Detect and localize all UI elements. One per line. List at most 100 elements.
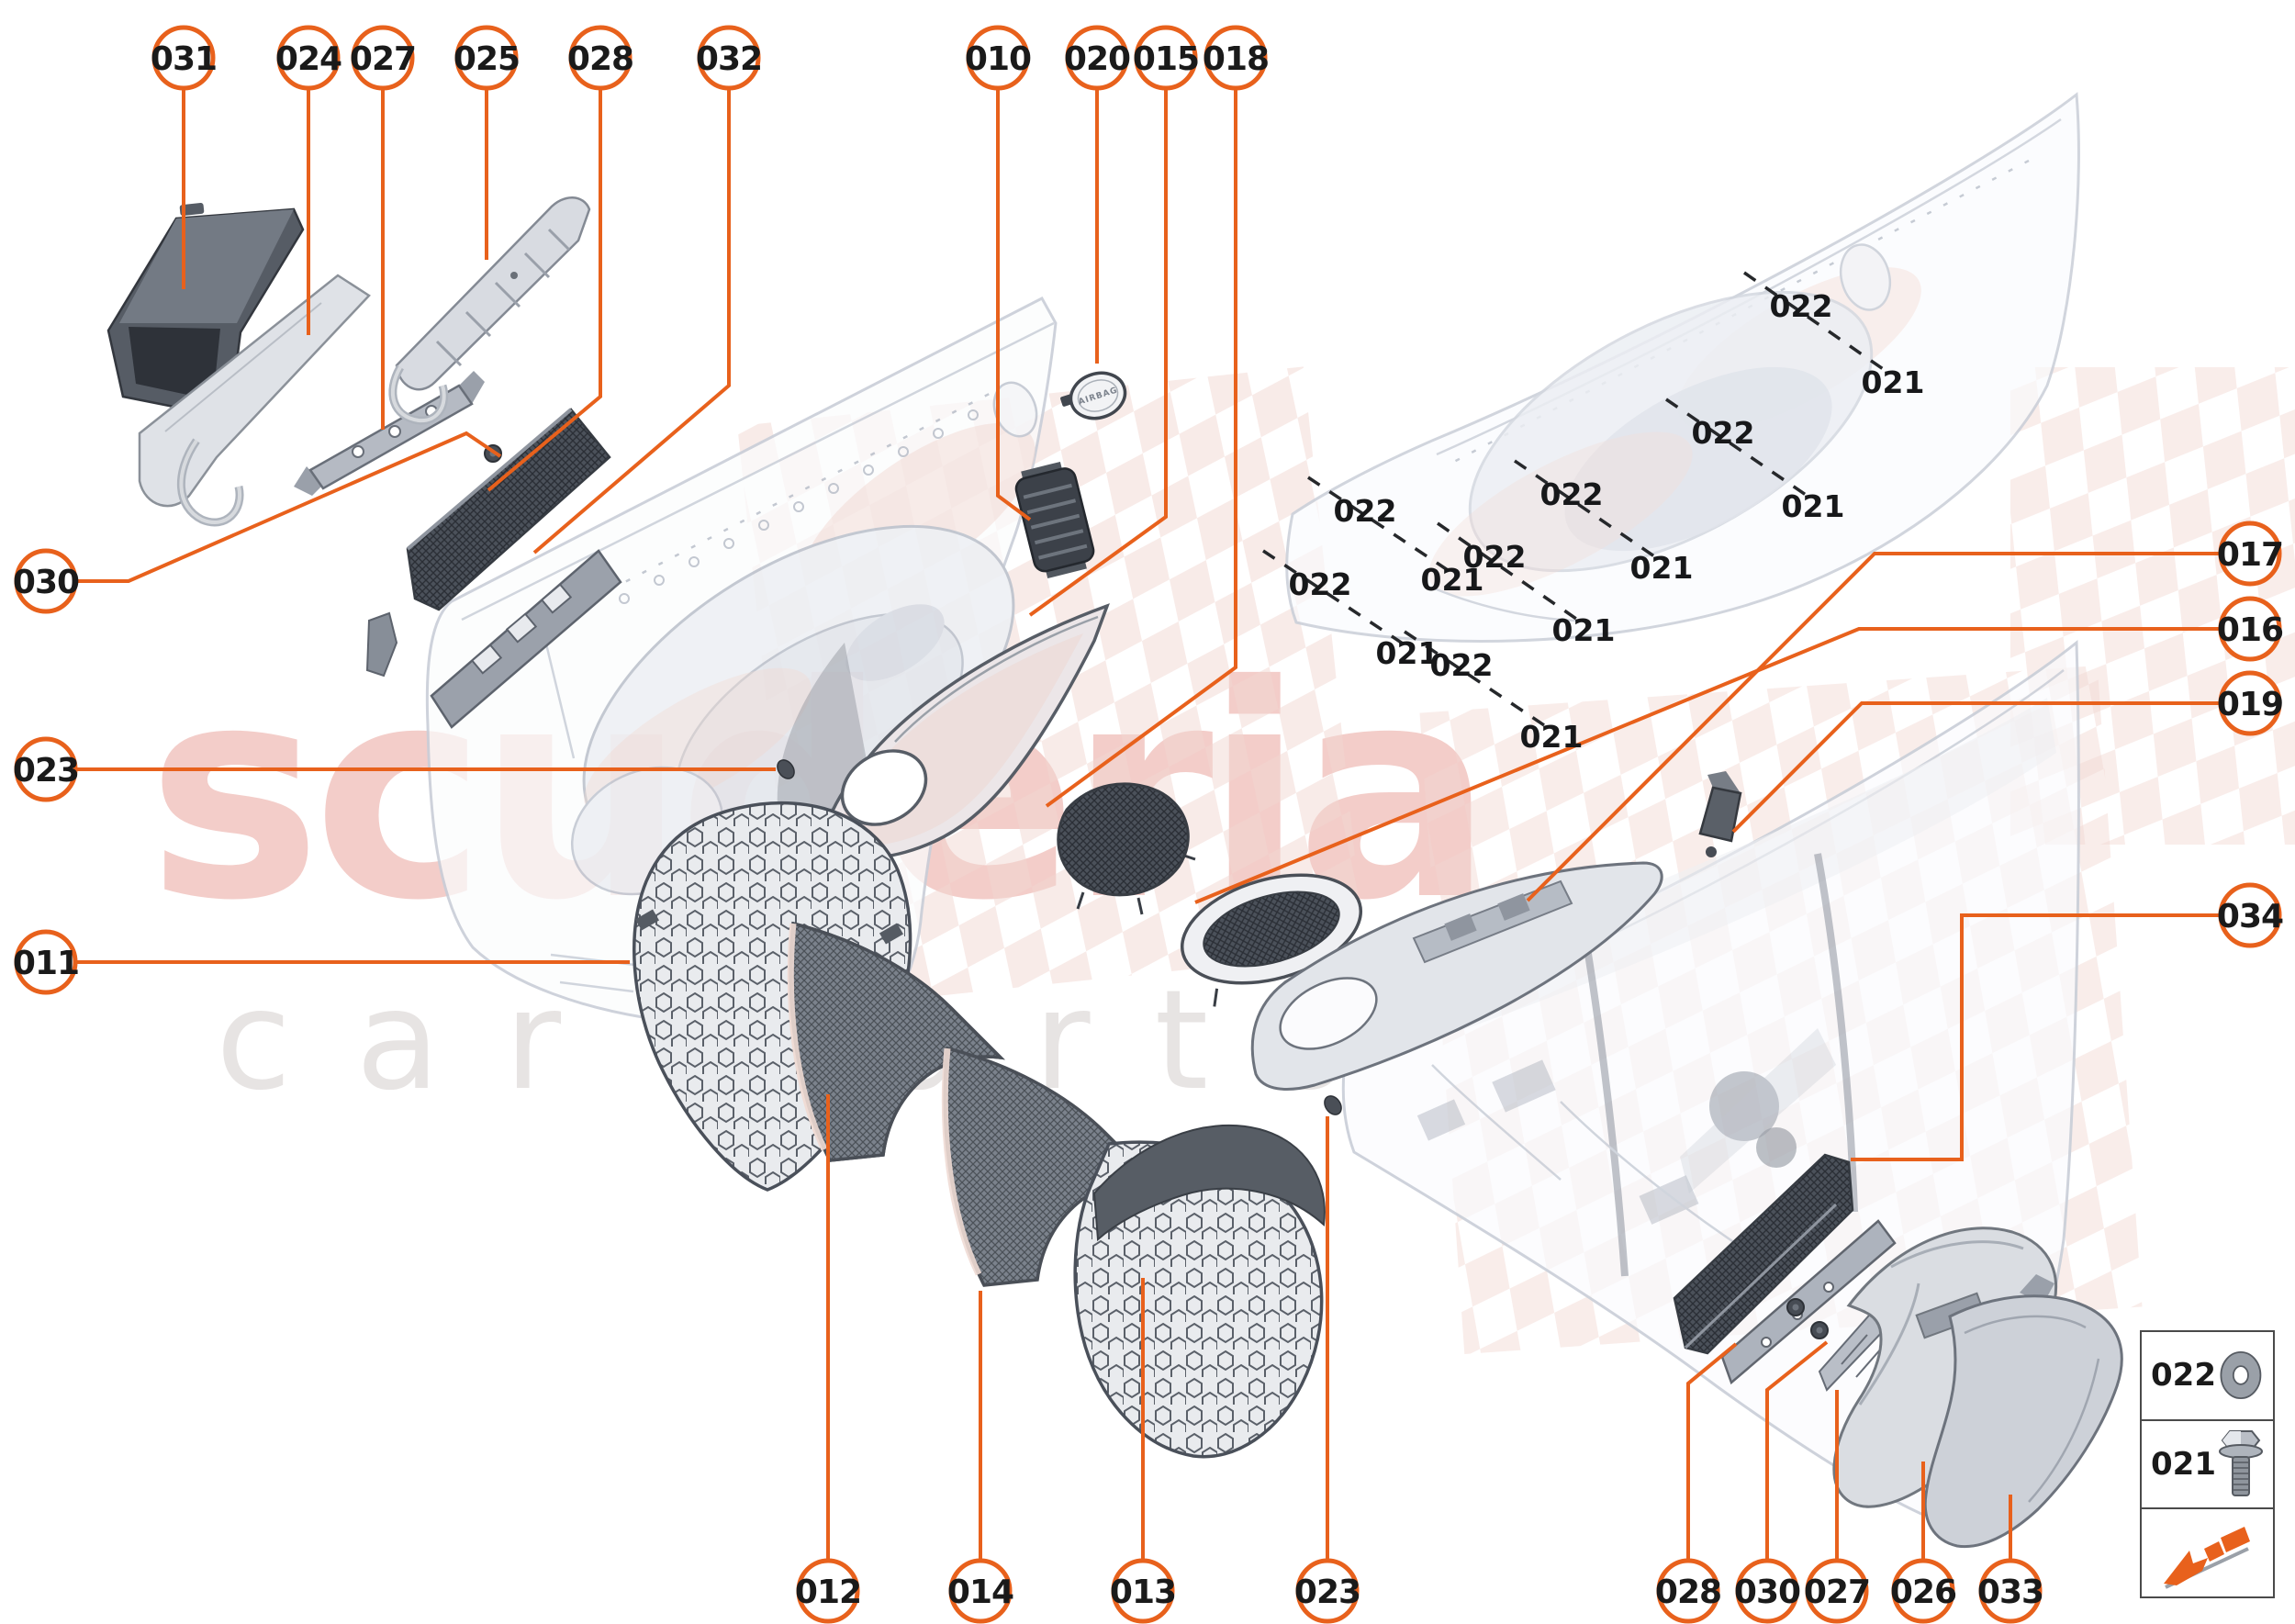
part-callout-027[interactable]: 027 [350,25,417,91]
svg-text:017: 017 [2217,536,2283,574]
leader-lines [75,88,2221,1561]
svg-text:033: 033 [1977,1574,2043,1611]
washer-callout[interactable]: 022 [1334,493,1397,529]
bolt-callout[interactable]: 021 [1630,550,1694,586]
washer-callout[interactable]: 022 [1289,566,1352,602]
legend-row-washer: 022 [2142,1332,2273,1421]
fastener-dashed-lines [1262,271,1889,729]
part-mesh-grille-top[interactable] [406,408,611,611]
part-callout-027-bottom[interactable]: 027 [1804,1558,1871,1624]
leader-010 [996,88,1032,521]
part-callout-030[interactable]: 030 [13,548,80,614]
part-callout-031[interactable]: 031 [151,25,218,91]
svg-text:031: 031 [151,40,217,78]
part-callout-026[interactable]: 026 [1890,1558,1957,1624]
tweeter-oval-ghost [1839,243,1892,311]
svg-text:024: 024 [275,40,341,78]
part-clip[interactable] [1698,771,1742,857]
svg-text:015: 015 [1133,40,1199,78]
washer-callout[interactable]: 022 [1692,415,1755,451]
part-screws-b[interactable] [1786,1298,1829,1339]
svg-text:030: 030 [1734,1574,1800,1611]
part-door-pull-bracket[interactable] [1012,459,1097,580]
part-sail-trim[interactable] [777,603,1110,861]
bolt-callout[interactable]: 021 [1376,635,1439,671]
part-air-duct[interactable] [388,196,591,425]
svg-text:010: 010 [965,40,1031,78]
leader-028-bottom [1686,1342,1738,1561]
part-callout-018[interactable]: 018 [1203,25,1270,91]
part-airbag-badge[interactable]: AIRBAG [1057,366,1131,428]
part-callout-032[interactable]: 032 [696,25,763,91]
part-callout-017[interactable]: 017 [2217,521,2284,587]
svg-text:016: 016 [2217,611,2283,649]
bolt-callout[interactable]: 021 [1520,719,1584,755]
part-door-pocket-trim[interactable] [106,202,305,420]
svg-text:013: 013 [1110,1574,1176,1611]
part-tweeter-pod[interactable] [1057,782,1196,915]
legend-washer-label: 022 [2151,1357,2216,1394]
bolt-callout[interactable]: 021 [1862,364,1925,400]
part-callout-014[interactable]: 014 [947,1558,1014,1624]
flange-bolt-icon [2219,1430,2263,1496]
legend-row-logo [2142,1509,2273,1596]
part-callout-028[interactable]: 028 [567,25,634,91]
leader-032 [532,88,731,554]
part-honeycomb-shield[interactable] [1073,1124,1326,1459]
svg-text:019: 019 [2217,686,2283,723]
part-oval-speaker-grille[interactable] [1170,857,1379,1022]
part-callout-028-bottom[interactable]: 028 [1655,1558,1722,1624]
svg-text:027: 027 [1804,1574,1870,1611]
leader-030 [75,431,502,583]
part-rivet-bottom[interactable] [1321,1092,1345,1117]
svg-text:018: 018 [1203,40,1269,78]
part-callout-019[interactable]: 019 [2217,670,2284,736]
part-callout-023-bottom[interactable]: 023 [1294,1558,1361,1624]
part-mounting-rail[interactable] [294,371,485,496]
leader-028 [487,88,602,492]
svg-text:023: 023 [1294,1574,1360,1611]
svg-text:012: 012 [795,1574,861,1611]
delivery-arrow-icon [2163,1526,2250,1589]
part-callout-010[interactable]: 010 [965,25,1032,91]
washer-callout[interactable]: 022 [1463,539,1527,575]
part-callout-015[interactable]: 015 [1133,25,1200,91]
washer-callout[interactable]: 022 [1770,288,1833,324]
fastener-callouts: 022 021 022 021 022 021 022 021 022 021 … [1289,288,1925,755]
part-callout-030-bottom[interactable]: 030 [1734,1558,1801,1624]
part-callouts: 031 024 027 025 028 032 010 020 015 018 … [13,25,2284,1624]
part-callout-012[interactable]: 012 [795,1558,862,1624]
svg-text:034: 034 [2217,898,2283,935]
part-trim-blade[interactable] [138,274,371,527]
part-callout-023[interactable]: 023 [13,736,80,802]
part-callout-013[interactable]: 013 [1110,1558,1177,1624]
part-armrest-trim[interactable] [1250,861,1663,1091]
leader-019 [1731,701,2221,834]
part-callout-024[interactable]: 024 [275,25,342,91]
part-mesh-strip[interactable] [1673,1153,1854,1355]
part-callout-033[interactable]: 033 [1977,1558,2044,1624]
svg-text:026: 026 [1890,1574,1956,1611]
svg-text:027: 027 [350,40,416,78]
bolt-callout[interactable]: 021 [1552,612,1616,648]
legend-bolt-label: 021 [2151,1446,2216,1483]
part-perforated-bracket[interactable] [365,549,622,729]
svg-text:030: 030 [13,564,79,601]
svg-text:020: 020 [1064,40,1130,78]
part-handle-shell[interactable] [1923,1274,2123,1549]
svg-text:032: 032 [696,40,762,78]
part-callout-020[interactable]: 020 [1064,25,1131,91]
part-callout-025[interactable]: 025 [453,25,521,91]
svg-text:028: 028 [1655,1574,1721,1611]
leader-018 [1045,88,1237,808]
washer-callout[interactable]: 022 [1540,476,1604,512]
part-callout-016[interactable]: 016 [2217,596,2284,662]
bolt-callout[interactable]: 021 [1421,562,1484,598]
washer-callout[interactable]: 022 [1430,647,1494,683]
washer-icon [2220,1351,2262,1400]
part-callout-034[interactable]: 034 [2217,882,2284,948]
part-callout-011[interactable]: 011 [13,929,80,995]
bolt-callout[interactable]: 021 [1782,488,1845,524]
part-rivet-left[interactable] [774,756,798,781]
